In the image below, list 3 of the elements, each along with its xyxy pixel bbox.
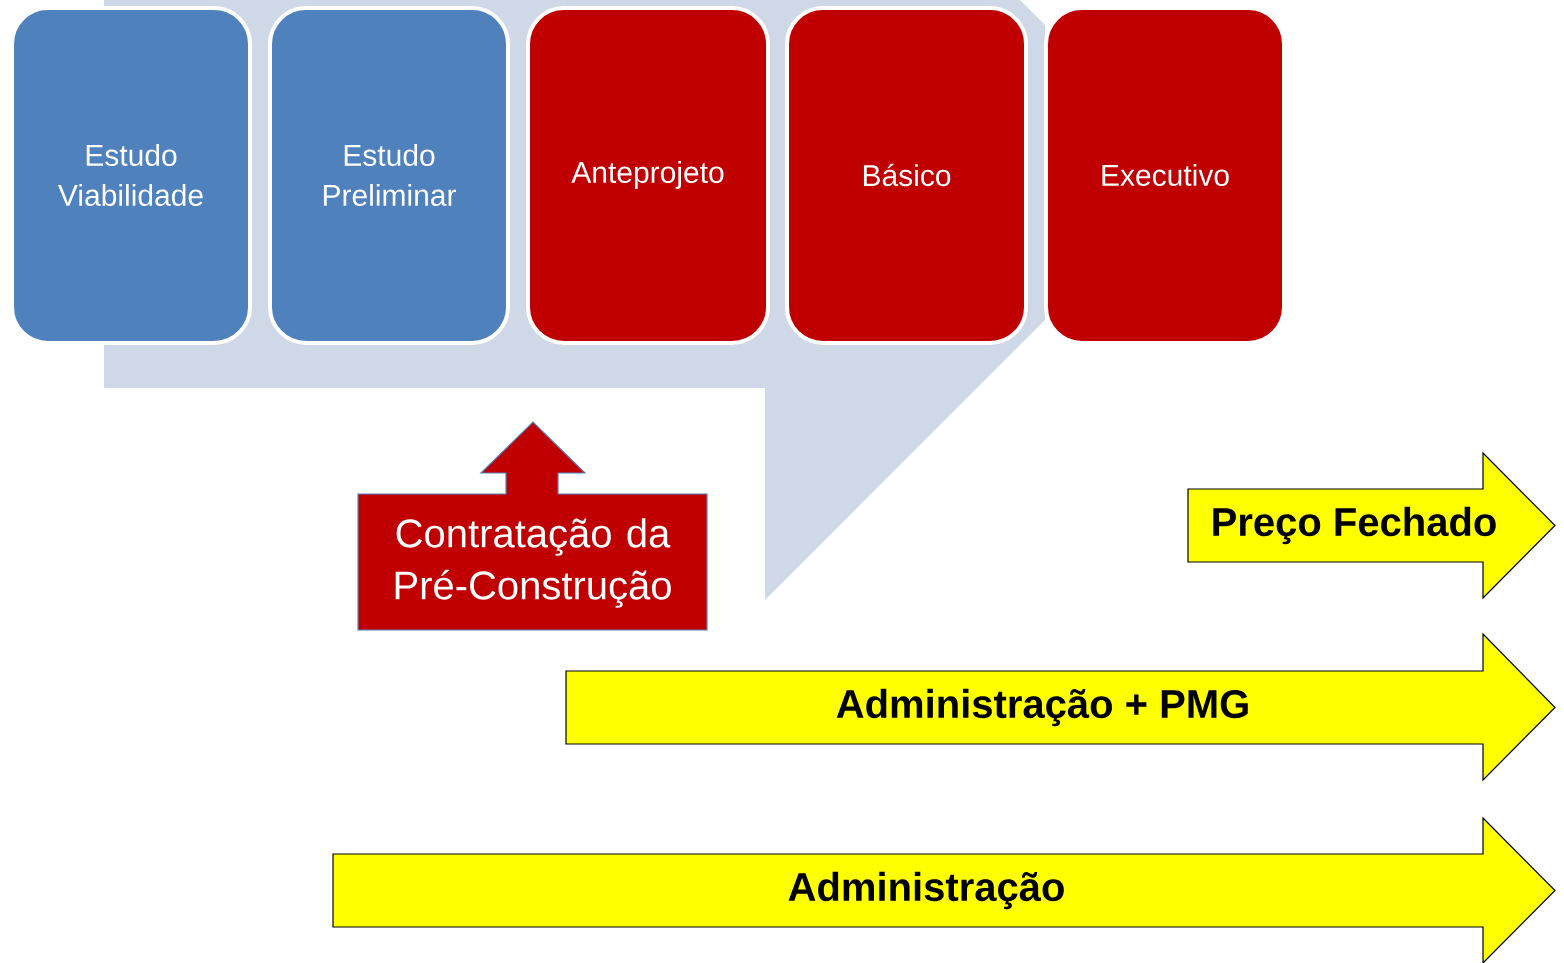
phase-box: Estudo Viabilidade: [10, 6, 252, 345]
phase-box: Executivo: [1044, 6, 1286, 345]
up-arrow-callout: Contratação da Pré-Construção: [357, 421, 708, 631]
